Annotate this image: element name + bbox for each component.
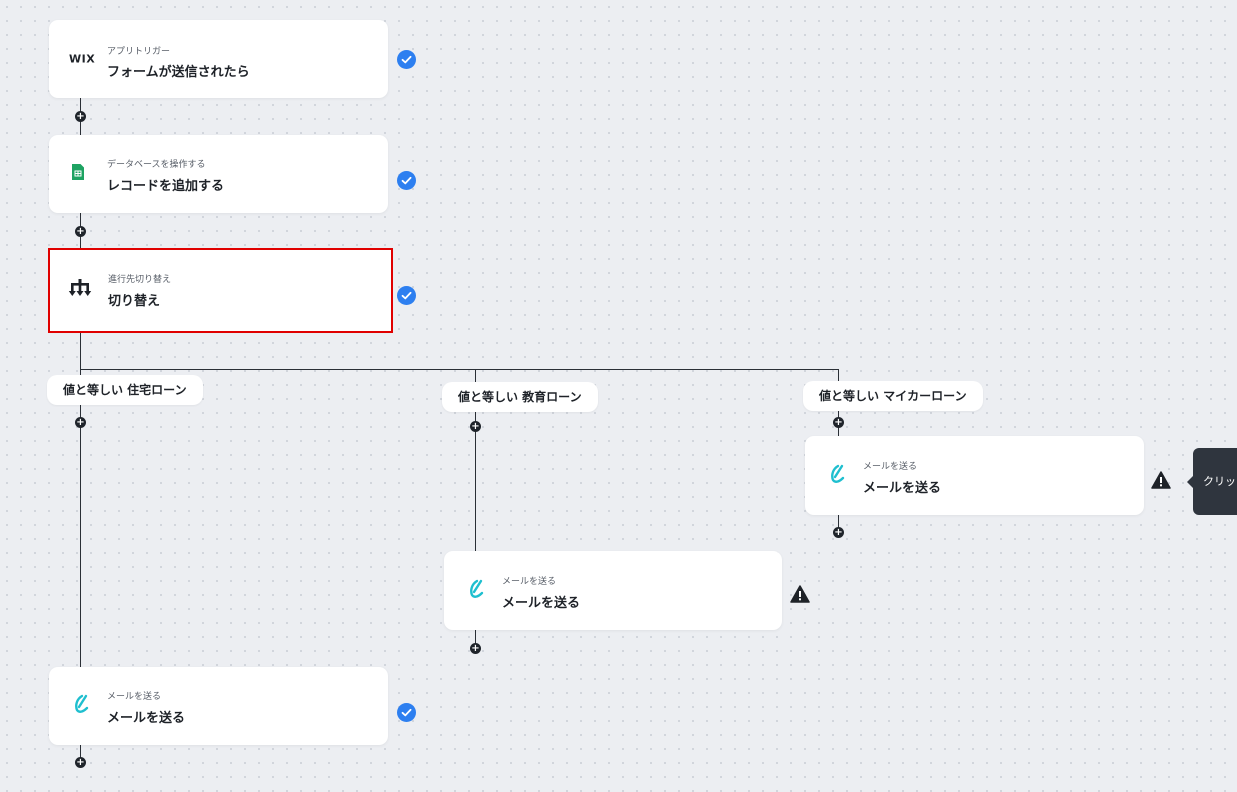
branch-condition-label[interactable]: 値と等しい 教育ローン [442,382,598,412]
node-title: フォームが送信されたら [107,65,250,80]
connector-line [475,630,476,648]
add-step-button[interactable]: + [75,757,86,768]
trigger-node-card[interactable]: WIX アプリトリガー フォームが送信されたら [49,20,388,98]
check-icon [397,171,416,190]
node-title: 切り替え [108,294,161,309]
add-step-button[interactable]: + [833,527,844,538]
connector-line [475,369,476,551]
database-node-card[interactable]: データベースを操作する レコードを追加する [49,135,388,213]
branch-icon [68,278,92,303]
wix-logo: WIX [69,52,96,66]
warning-icon [1151,471,1171,493]
check-icon [397,703,416,722]
node-subtitle: メールを送る [863,462,918,472]
mail-node-card[interactable]: メールを送る メールを送る [49,667,388,745]
add-step-button[interactable]: + [833,417,844,428]
connector-line [838,515,839,533]
mail-logo-icon [827,463,847,489]
node-subtitle: メールを送る [502,577,557,587]
switch-node-card[interactable]: 進行先切り替え 切り替え [48,248,393,333]
branch-condition-label[interactable]: 値と等しい 住宅ローン [47,375,203,405]
node-subtitle: データベースを操作する [107,160,206,170]
warning-icon [790,585,810,607]
spreadsheet-icon [71,163,85,185]
add-step-button[interactable]: + [75,226,86,237]
connector-line [80,332,81,767]
add-step-button[interactable]: + [470,643,481,654]
add-step-button[interactable]: + [470,421,481,432]
check-icon [397,50,416,69]
add-step-button[interactable]: + [75,111,86,122]
mail-logo-icon [466,578,486,604]
node-title: メールを送る [863,481,942,496]
branch-condition-label[interactable]: 値と等しい マイカーローン [803,381,983,411]
node-subtitle: メールを送る [107,692,162,702]
node-subtitle: アプリトリガー [107,47,171,57]
mail-node-card[interactable]: メールを送る メールを送る [805,436,1144,515]
branch-line [80,369,838,370]
mail-node-card[interactable]: メールを送る メールを送る [444,551,782,630]
node-title: メールを送る [107,711,186,726]
add-step-button[interactable]: + [75,417,86,428]
check-icon [397,286,416,305]
mail-logo-icon [71,693,91,719]
node-title: レコードを追加する [107,179,225,194]
node-subtitle: 進行先切り替え [108,275,172,285]
tooltip-arrow [1187,476,1193,488]
setup-tooltip: クリックして設定 [1193,448,1237,515]
node-title: メールを送る [502,596,581,611]
